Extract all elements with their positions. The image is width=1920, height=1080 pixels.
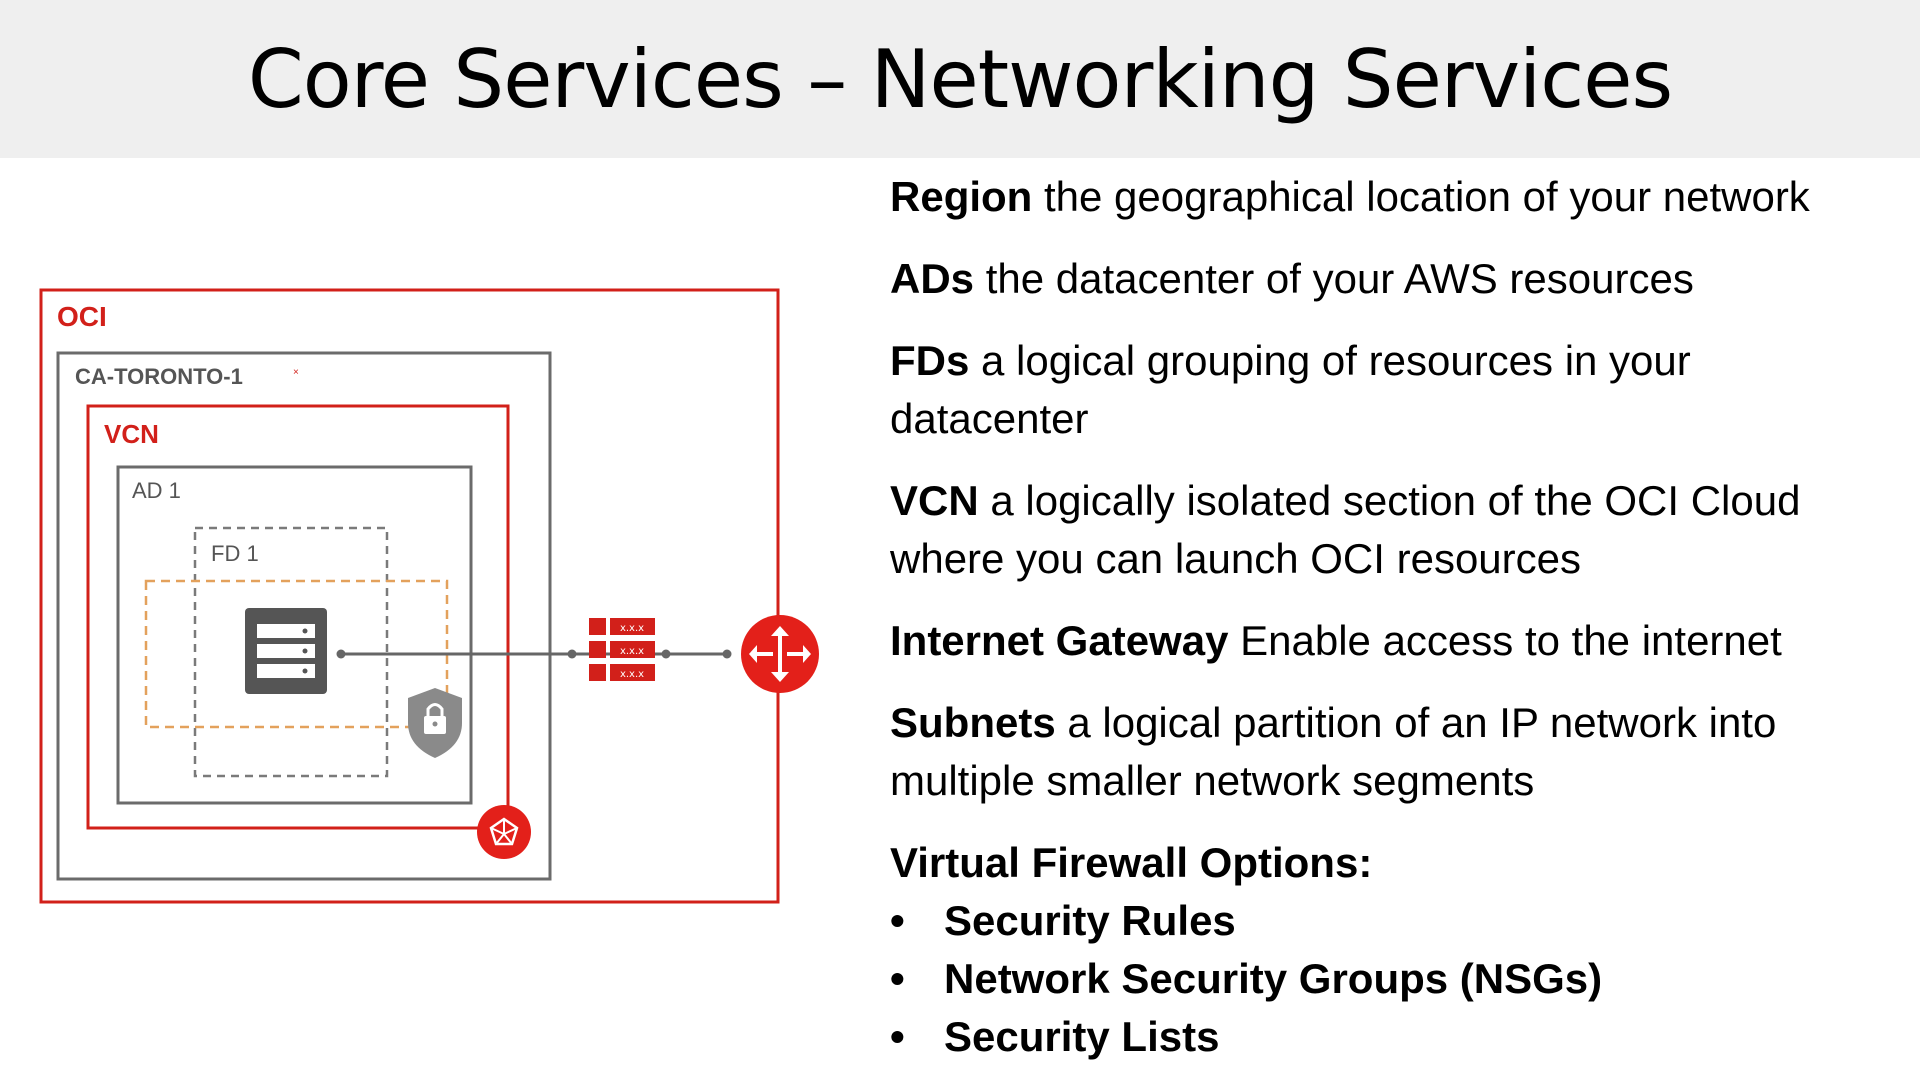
ad-boundary bbox=[116, 465, 473, 805]
bullet-mark: • bbox=[890, 1013, 905, 1060]
definition-term: VCN bbox=[890, 477, 979, 524]
slide-title: Core Services – Networking Services bbox=[247, 32, 1673, 126]
firewall-option: Network Security Groups (NSGs) bbox=[944, 955, 1603, 1002]
fd-label: FD 1 bbox=[211, 541, 259, 566]
list-item: • Network Security Groups (NSGs) bbox=[890, 950, 1900, 1008]
definition-term: ADs bbox=[890, 255, 975, 302]
server-icon bbox=[245, 608, 327, 694]
subnet-boundary bbox=[144, 579, 449, 729]
definition-term: Internet Gateway bbox=[890, 617, 1229, 664]
region-boundary bbox=[56, 351, 552, 881]
oci-boundary bbox=[39, 288, 780, 904]
oci-label: OCI bbox=[57, 301, 107, 332]
definition-text: a logical partition of an IP network int… bbox=[890, 699, 1777, 804]
region-mark: × bbox=[293, 367, 299, 378]
route-row-label: x.x.x bbox=[620, 623, 644, 634]
lock-shield-icon bbox=[408, 688, 462, 758]
definition-text: Enable access to the internet bbox=[1228, 617, 1782, 664]
route-table-icon: x.x.x x.x.x x.x.x bbox=[589, 618, 655, 681]
vcn-badge-icon bbox=[477, 805, 531, 859]
firewall-option: Security Lists bbox=[944, 1013, 1220, 1060]
definition-term: Region bbox=[890, 173, 1033, 220]
route-row-label: x.x.x bbox=[620, 669, 644, 680]
definition-region: Region the geographical location of your… bbox=[890, 168, 1900, 226]
firewall-option: Security Rules bbox=[944, 897, 1236, 944]
definition-term: Subnets bbox=[890, 699, 1056, 746]
vcn-boundary bbox=[86, 404, 510, 830]
list-item: • Security Rules bbox=[890, 892, 1900, 950]
definition-subnets: Subnets a logical partition of an IP net… bbox=[890, 694, 1900, 810]
connection-node bbox=[722, 649, 732, 659]
internet-gateway-icon bbox=[741, 615, 819, 693]
connection-node bbox=[336, 649, 346, 659]
route-row-label: x.x.x bbox=[620, 646, 644, 657]
title-bar: Core Services – Networking Services bbox=[0, 0, 1920, 158]
connection-node bbox=[661, 649, 671, 659]
fd-boundary bbox=[193, 526, 389, 778]
firewall-heading: Virtual Firewall Options: bbox=[890, 839, 1373, 886]
definitions-panel: Region the geographical location of your… bbox=[890, 168, 1900, 1066]
definition-fds: FDs a logical grouping of resources in y… bbox=[890, 332, 1900, 448]
definition-ads: ADs the datacenter of your AWS resources bbox=[890, 250, 1900, 308]
ad-label: AD 1 bbox=[132, 478, 181, 503]
vcn-label: VCN bbox=[104, 419, 159, 449]
connection-node bbox=[567, 649, 577, 659]
region-label: CA-TORONTO-1 bbox=[75, 364, 243, 389]
definition-vcn: VCN a logically isolated section of the … bbox=[890, 472, 1900, 588]
firewall-options-list: • Security Rules • Network Security Groups… bbox=[890, 892, 1900, 1066]
definition-text: a logical grouping of resources in your … bbox=[890, 337, 1691, 442]
bullet-mark: • bbox=[890, 955, 905, 1002]
bullet-mark: • bbox=[890, 897, 905, 944]
definition-internet-gateway: Internet Gateway Enable access to the in… bbox=[890, 612, 1900, 670]
definition-term: FDs bbox=[890, 337, 970, 384]
definition-text: the datacenter of your AWS resources bbox=[974, 255, 1694, 302]
definition-text: a logically isolated section of the OCI … bbox=[890, 477, 1801, 582]
network-diagram: OCI CA-TORONTO-1 × VCN AD 1 FD 1 bbox=[39, 288, 819, 904]
definition-text: the geographical location of your networ… bbox=[1032, 173, 1810, 220]
list-item: • Security Lists bbox=[890, 1008, 1900, 1066]
